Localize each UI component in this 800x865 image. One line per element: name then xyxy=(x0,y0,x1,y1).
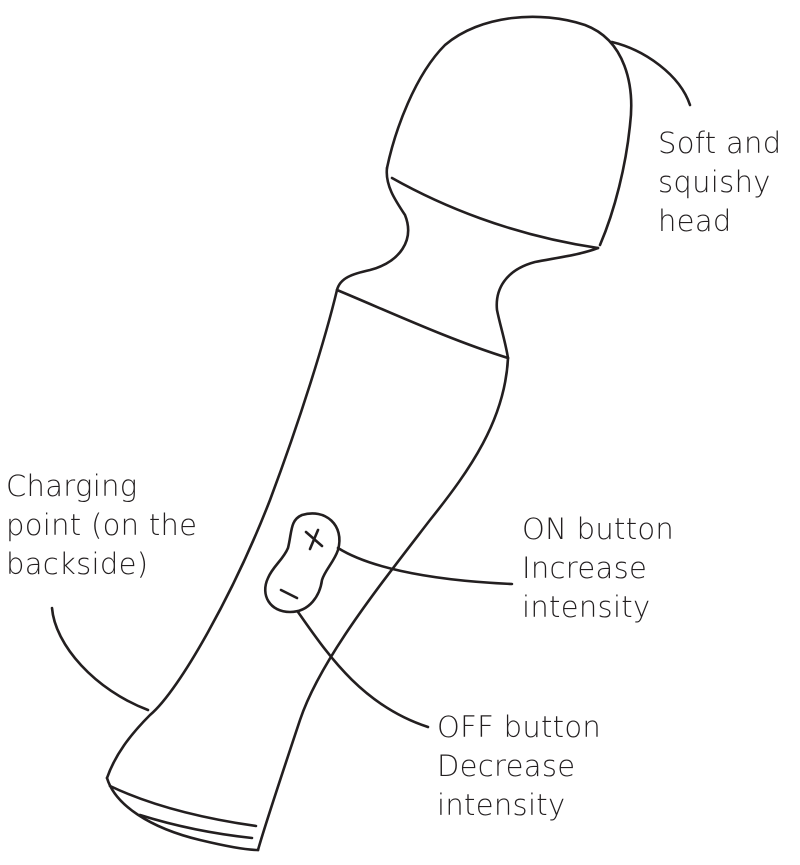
callout-charging-line-1: Charging xyxy=(6,469,138,503)
button-panel-outline xyxy=(263,512,341,614)
callout-on-line-2: Increase xyxy=(522,551,648,585)
wand-base-ring-2 xyxy=(138,813,254,840)
callout-on-line-3: intensity xyxy=(522,590,651,624)
callout-head-line-2: squishy xyxy=(658,165,771,199)
wand-neck-right xyxy=(495,246,600,360)
wand-neck-left xyxy=(335,166,410,292)
callout-head: Soft and squishy head xyxy=(658,124,781,241)
callout-off-line-2: Decrease xyxy=(437,749,576,783)
callout-off-line-1: OFF button xyxy=(437,710,602,744)
leader-line-on xyxy=(336,546,514,586)
minus-icon[interactable] xyxy=(279,588,299,600)
leader-line-charging xyxy=(50,606,150,712)
plus-icon[interactable] xyxy=(304,528,324,551)
callout-charging: Charging point (on the backside) xyxy=(6,467,197,584)
callout-head-line-3: head xyxy=(658,204,732,238)
callout-charging-line-3: backside) xyxy=(6,547,149,581)
wand-head-rim xyxy=(390,176,600,250)
wand-base-bottom xyxy=(105,776,260,852)
callout-head-line-1: Soft and xyxy=(658,126,782,160)
callout-off-button: OFF button Decrease intensity xyxy=(437,708,601,825)
wand-handle-left xyxy=(105,288,339,780)
leader-line-off xyxy=(296,610,430,729)
callout-on-line-1: ON button xyxy=(522,512,675,546)
callout-charging-line-2: point (on the xyxy=(6,508,198,542)
wand-collar-band xyxy=(335,288,510,360)
leader-line-head xyxy=(610,40,692,107)
wand-head-outline xyxy=(385,15,633,247)
callout-off-line-3: intensity xyxy=(437,788,566,822)
wand-base-ring-1 xyxy=(108,784,258,828)
callout-on-button: ON button Increase intensity xyxy=(522,510,674,627)
wand-handle-right xyxy=(256,356,510,852)
